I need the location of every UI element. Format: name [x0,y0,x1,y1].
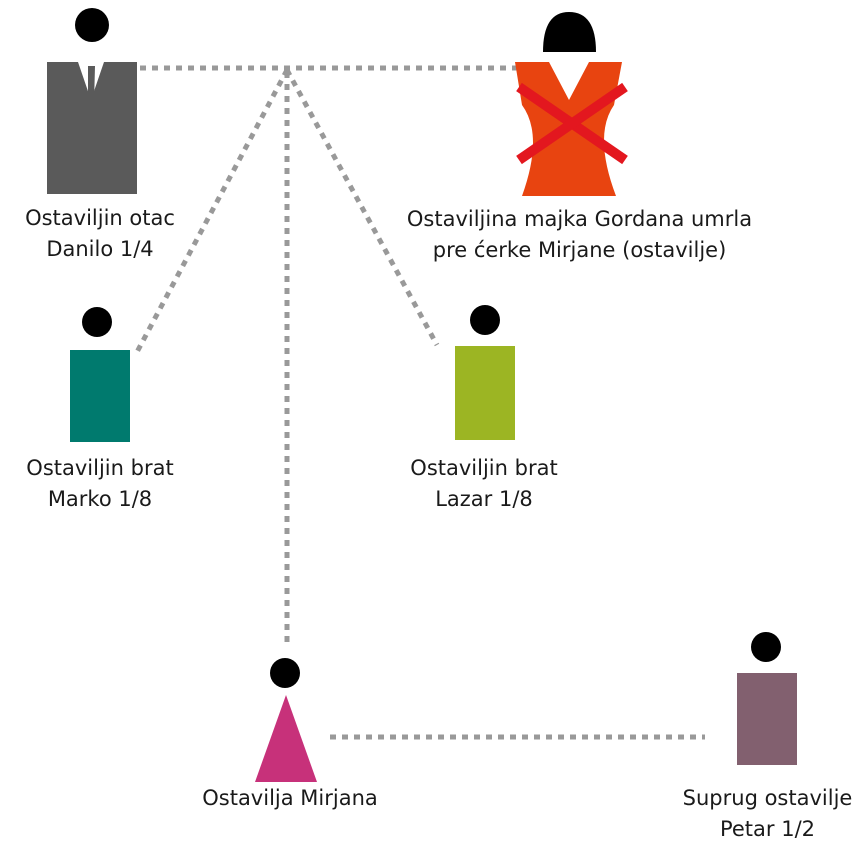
spouse-body-icon [737,673,797,765]
marko-label: Ostaviljin brat Marko 1/8 [0,453,200,515]
mirjana-head-icon [270,658,300,688]
parents-to-marko-connector [134,68,290,354]
father-head-icon [75,8,109,42]
father-label-line1: Ostaviljin otac [25,206,175,230]
mother-label-line1: Ostaviljina majka Gordana umrla [406,207,753,231]
connectors [134,65,705,740]
spouse-head-icon [751,632,781,662]
person-triangle-icon [255,695,317,782]
spouse-label: Suprug ostavilje Petar 1/2 [670,783,865,845]
mother-figure [515,12,628,196]
man-in-suit-icon [47,62,137,194]
marko-head-icon [82,307,112,337]
marko-label-line2: Marko 1/8 [47,487,153,511]
mother-label-line2: pre ćerke Mirjane (ostavilje) [432,238,727,262]
brother-marko-figure [70,307,130,442]
mirjana-label: Ostavilja Mirjana [170,783,410,814]
deceased-cross-icon [516,82,628,165]
father-label-line2: Danilo 1/4 [46,237,154,261]
mother-head-icon [543,12,596,52]
marko-label-line1: Ostaviljin brat [26,456,174,480]
lazar-label: Ostaviljin brat Lazar 1/8 [384,453,584,515]
marko-body-icon [70,350,130,442]
spouse-figure [737,632,797,765]
lazar-label-line1: Ostaviljin brat [410,456,558,480]
father-label: Ostaviljin otac Danilo 1/4 [0,203,200,265]
parents-to-lazar-connector [284,68,440,347]
lazar-label-line2: Lazar 1/8 [435,487,533,511]
father-tie [88,66,95,109]
spouse-label-line2: Petar 1/2 [719,817,816,841]
lazar-head-icon [470,305,500,335]
brother-lazar-figure [455,305,515,440]
father-figure [47,8,137,194]
mirjana-figure [255,658,317,782]
mirjana-label-line1: Ostavilja Mirjana [202,786,378,810]
spouse-label-line1: Suprug ostavilje [682,786,853,810]
mother-label: Ostaviljina majka Gordana umrla pre ćerk… [382,204,777,266]
lazar-body-icon [455,346,515,440]
